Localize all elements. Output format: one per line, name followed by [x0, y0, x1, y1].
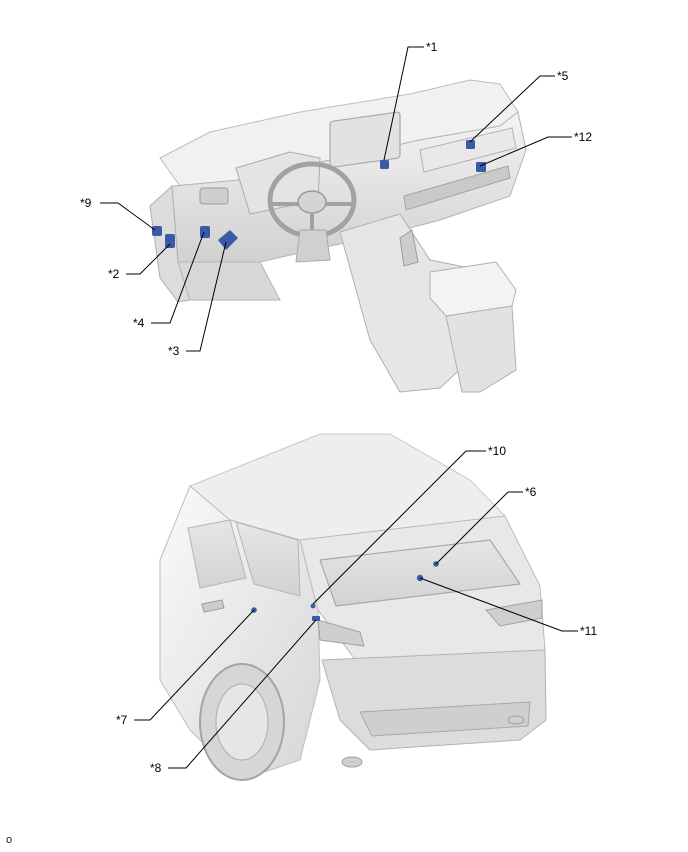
callout-1: *1 [426, 40, 438, 54]
leader-lines [100, 46, 578, 769]
component-2-marker [165, 234, 175, 248]
component-1-marker [380, 160, 389, 169]
callout-2: *2 [108, 267, 120, 281]
callout-7: *7 [116, 713, 128, 727]
callout-5: *5 [557, 69, 569, 83]
component-5-marker [466, 140, 475, 149]
component-12-marker [476, 162, 486, 172]
callout-12: *12 [574, 130, 592, 144]
vehicle-rear-illustration [159, 433, 547, 781]
callout-9: *9 [80, 196, 92, 210]
callout-10: *10 [488, 444, 506, 458]
dashboard-components [152, 140, 486, 250]
illustration-code: o [6, 834, 13, 846]
callout-6: *6 [525, 485, 537, 499]
callout-labels: *1 *5 *12 *9 *2 *4 *3 *10 *6 *11 *7 *8 [80, 40, 597, 775]
component-9-marker [152, 226, 162, 236]
callout-11: *11 [580, 624, 597, 638]
component-8-marker [312, 616, 320, 621]
callout-4: *4 [133, 316, 145, 330]
component-10-marker [310, 603, 316, 609]
component-3-marker [218, 230, 238, 250]
component-4-marker [200, 226, 210, 238]
callout-8: *8 [150, 761, 162, 775]
callout-3: *3 [168, 344, 180, 358]
dashboard-illustration [149, 79, 527, 393]
